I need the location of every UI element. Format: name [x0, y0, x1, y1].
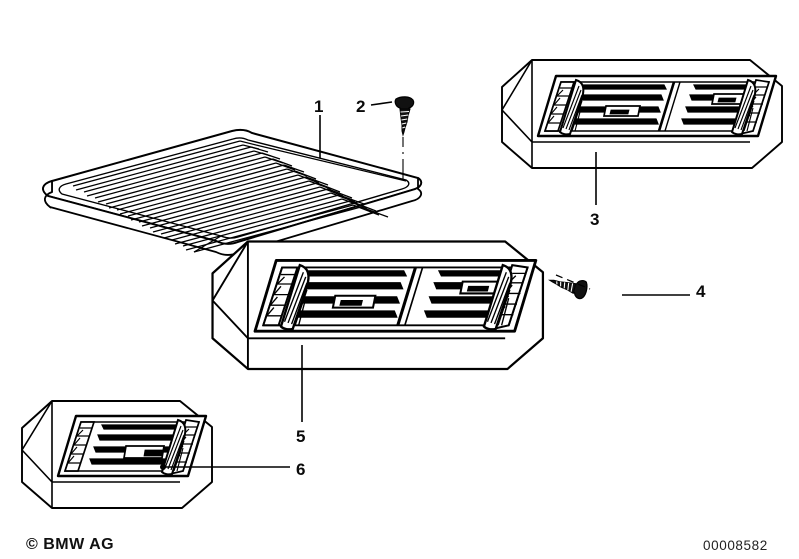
part-3-air-vent — [500, 58, 784, 170]
callout-1: 1 — [314, 97, 324, 116]
part-2-screw — [370, 96, 415, 180]
callout-4: 4 — [696, 282, 706, 301]
callout-5: 5 — [296, 427, 306, 446]
leader-line-4-dashed — [555, 274, 591, 290]
diagram-number: 00008582 — [703, 538, 768, 553]
callout-2: 2 — [356, 97, 366, 116]
leader-line-2 — [370, 101, 393, 106]
callout-6: 6 — [296, 460, 306, 479]
part-6-air-vent — [20, 399, 214, 510]
leader-line-6 — [160, 464, 290, 470]
callout-3: 3 — [590, 210, 600, 229]
part-1-grille-panel — [42, 128, 423, 256]
part-4-screw — [546, 272, 690, 301]
part-5-air-vent — [210, 239, 545, 371]
copyright-notice: © BMW AG — [26, 536, 115, 553]
